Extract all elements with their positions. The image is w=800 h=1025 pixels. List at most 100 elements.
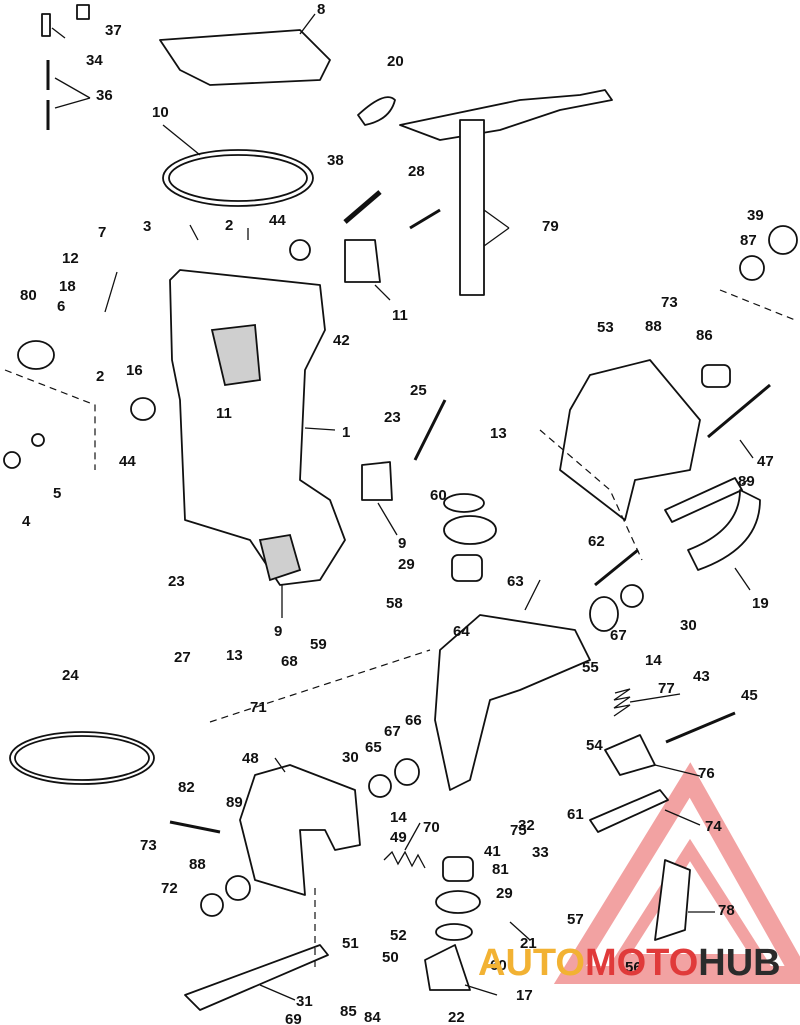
svg-text:AUTOMOTOHUB: AUTOMOTOHUB [478,942,781,984]
callout: 70 [423,819,440,836]
callout: 4 [22,513,31,530]
callout: 47 [757,453,774,470]
callout-labels: 1 2 2 3 4 5 6 7 8 9 9 10 11 11 12 13 13 … [20,1,774,1025]
callout: 24 [62,667,79,684]
callout: 7 [98,224,106,241]
callout: 79 [542,218,559,235]
washer-60-bottom [435,923,473,941]
callout: 72 [161,880,178,897]
plug-44-top [289,239,311,261]
tube-87 [701,364,731,388]
callout: 2 [225,217,233,234]
cap-72 [200,893,224,917]
washer-29-bottom [435,890,481,914]
callout: 44 [119,453,136,470]
mount-9 [361,461,393,501]
callout: 57 [567,911,584,928]
clamp-bracket-48 [239,764,361,896]
callout: 61 [567,806,584,823]
swivel-bracket-53 [559,359,701,521]
callout: 23 [384,409,401,426]
fitting-4 [3,451,21,469]
plate-74 [589,789,669,833]
callout: 75 [510,822,527,839]
mount-pad-20 [357,96,396,126]
callout: 69 [285,1011,302,1025]
watermark-moto: MOTO [585,942,698,984]
callout: 86 [696,327,713,344]
bushing-82 [442,856,474,882]
grommet-80 [17,340,55,370]
callout: 41 [484,843,501,860]
callout: 8 [317,1,325,18]
callout: 23 [168,573,185,590]
nut-88-bottom [225,875,251,901]
callout: 81 [492,861,509,878]
bolt-62 [594,548,639,587]
watermark-text: AUTOMOTOHUB [478,942,781,984]
callout: 34 [86,52,103,69]
callout: 55 [582,659,599,676]
callout: 76 [698,765,715,782]
lever-76 [604,734,656,776]
bolt-84 [169,820,221,834]
callout: 19 [752,595,769,612]
callout: 62 [588,533,605,550]
assembly-line-bracket [539,429,643,561]
callout: 85 [340,1003,357,1020]
callout: 42 [333,332,350,349]
bushing-67-left [394,758,420,786]
callout: 63 [507,573,524,590]
callout: 2 [96,368,104,385]
callout: 58 [386,595,403,612]
callout: 64 [453,623,470,640]
callout: 43 [693,668,710,685]
callout: 27 [174,649,191,666]
pin-28 [409,208,441,230]
bushing-67-right [589,596,619,632]
bolt-25 [413,399,447,461]
plug-44-left [130,397,156,421]
callout: 45 [741,687,758,704]
hose-90 [664,477,743,523]
callout: 71 [250,699,267,716]
callout: 88 [189,856,206,873]
callout: 60 [430,487,447,504]
tilt-plate-31 [184,944,329,1011]
spring-49 [383,850,426,869]
callout: 73 [140,837,157,854]
callout: 38 [327,152,344,169]
bushing-58 [451,554,483,582]
callout: 30 [342,749,359,766]
callout: 82 [178,779,195,796]
callout: 31 [296,993,313,1010]
callout: 14 [645,652,662,669]
rod-47 [707,383,771,439]
callout: 29 [496,885,513,902]
part-drawings [3,4,798,1011]
washer-30-right [620,584,644,608]
callout: 73 [661,294,678,311]
callout: 59 [310,636,327,653]
watermark-hub: HUB [698,942,780,984]
rod-45 [665,711,736,744]
callout: 37 [105,22,122,39]
callout: 13 [226,647,243,664]
callout: 1 [342,424,350,441]
callout: 89 [226,794,243,811]
callout: 13 [490,425,507,442]
callout: 21 [520,935,537,952]
nut-39 [768,225,798,255]
callout: 36 [96,87,113,104]
assembly-line-right [719,289,796,321]
callout: 67 [384,723,401,740]
washer-30-left [368,774,392,798]
clip-37 [76,4,90,20]
callout: 28 [408,163,425,180]
callout: 20 [387,53,404,70]
callout: 52 [390,927,407,944]
callout: 87 [740,232,757,249]
callout: 66 [405,712,422,729]
callout: 14 [390,809,407,826]
